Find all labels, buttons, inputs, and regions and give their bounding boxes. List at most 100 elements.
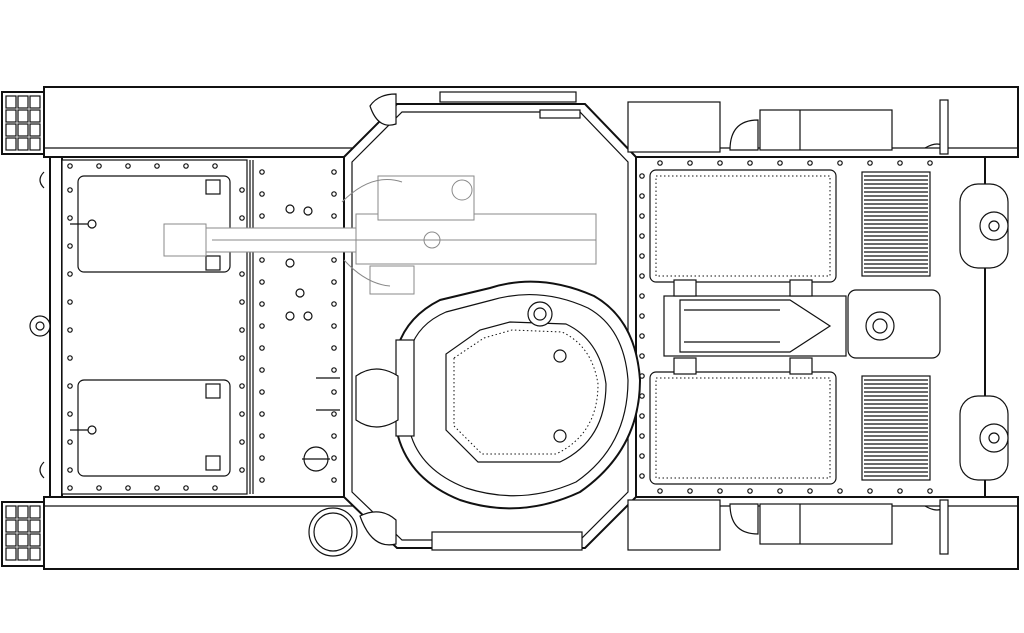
rivet [259, 323, 265, 329]
rivet [239, 383, 245, 389]
rivet [777, 160, 783, 166]
driver-hatch-right [70, 379, 231, 477]
rivet [807, 160, 813, 166]
rivet [331, 323, 337, 329]
rivet [67, 163, 73, 169]
rivet [331, 191, 337, 197]
engine-grilles [861, 171, 931, 481]
rivet [67, 485, 73, 491]
rivet [154, 163, 160, 169]
rivet [259, 389, 265, 395]
rivet [67, 215, 73, 221]
rivet [259, 279, 265, 285]
rivet [687, 488, 693, 494]
rivet [331, 213, 337, 219]
main-gun [163, 175, 597, 295]
rivet [639, 213, 645, 219]
rivet [259, 213, 265, 219]
rivet [125, 485, 131, 491]
rivet [259, 367, 265, 373]
rivet [259, 477, 265, 483]
rivet [259, 345, 265, 351]
rivet [67, 187, 73, 193]
rivet [183, 485, 189, 491]
rivet [639, 313, 645, 319]
rivet [927, 488, 933, 494]
front-track-end-top [1, 91, 45, 155]
commander-cupola [445, 301, 607, 463]
rivet [67, 411, 73, 417]
rivet [67, 299, 73, 305]
rivet [239, 215, 245, 221]
rivet [807, 488, 813, 494]
gun-mantlet [316, 339, 415, 437]
rivet [259, 455, 265, 461]
rivet [747, 488, 753, 494]
rivet [639, 173, 645, 179]
rivet [239, 467, 245, 473]
rivet [331, 301, 337, 307]
rivet [67, 243, 73, 249]
rivet [867, 160, 873, 166]
rivet [331, 169, 337, 175]
rivet [239, 299, 245, 305]
rivet [239, 187, 245, 193]
rivet [777, 488, 783, 494]
rivet [639, 273, 645, 279]
rivet [239, 355, 245, 361]
rivet [239, 439, 245, 445]
rivet [67, 383, 73, 389]
rivet [67, 327, 73, 333]
fuel-tanks [627, 101, 893, 551]
rivet [331, 367, 337, 373]
rivet [331, 455, 337, 461]
rivet [639, 473, 645, 479]
rivet [212, 485, 218, 491]
rivet [96, 163, 102, 169]
rivet [239, 327, 245, 333]
rivet [259, 191, 265, 197]
rivet [154, 485, 160, 491]
rivet [639, 333, 645, 339]
rivet [67, 467, 73, 473]
rear-wheels [939, 99, 1009, 555]
rivet [897, 160, 903, 166]
rivet [639, 253, 645, 259]
rivet [639, 453, 645, 459]
rivet [717, 160, 723, 166]
rivet [639, 193, 645, 199]
rivet [747, 160, 753, 166]
exhaust-fan [865, 311, 895, 341]
rivet [927, 160, 933, 166]
rivet [67, 439, 73, 445]
rivet [67, 271, 73, 277]
rivet [331, 477, 337, 483]
rivet [639, 293, 645, 299]
rivet [867, 488, 873, 494]
rivet [331, 411, 337, 417]
rivet [837, 488, 843, 494]
rivet [639, 233, 645, 239]
rivet [239, 411, 245, 417]
rivet [639, 413, 645, 419]
rivet [212, 163, 218, 169]
rivet [657, 160, 663, 166]
deck-bolts [285, 204, 330, 472]
rivet [125, 163, 131, 169]
rivet [837, 160, 843, 166]
rivet [639, 353, 645, 359]
rivet [331, 257, 337, 263]
rivet [67, 355, 73, 361]
engine-deck [649, 169, 941, 485]
rivet [259, 411, 265, 417]
rivet [639, 393, 645, 399]
rivet [331, 345, 337, 351]
rivet [897, 488, 903, 494]
rivet [657, 488, 663, 494]
rivet [259, 169, 265, 175]
rivet [687, 160, 693, 166]
rivet [259, 301, 265, 307]
rivet [331, 389, 337, 395]
